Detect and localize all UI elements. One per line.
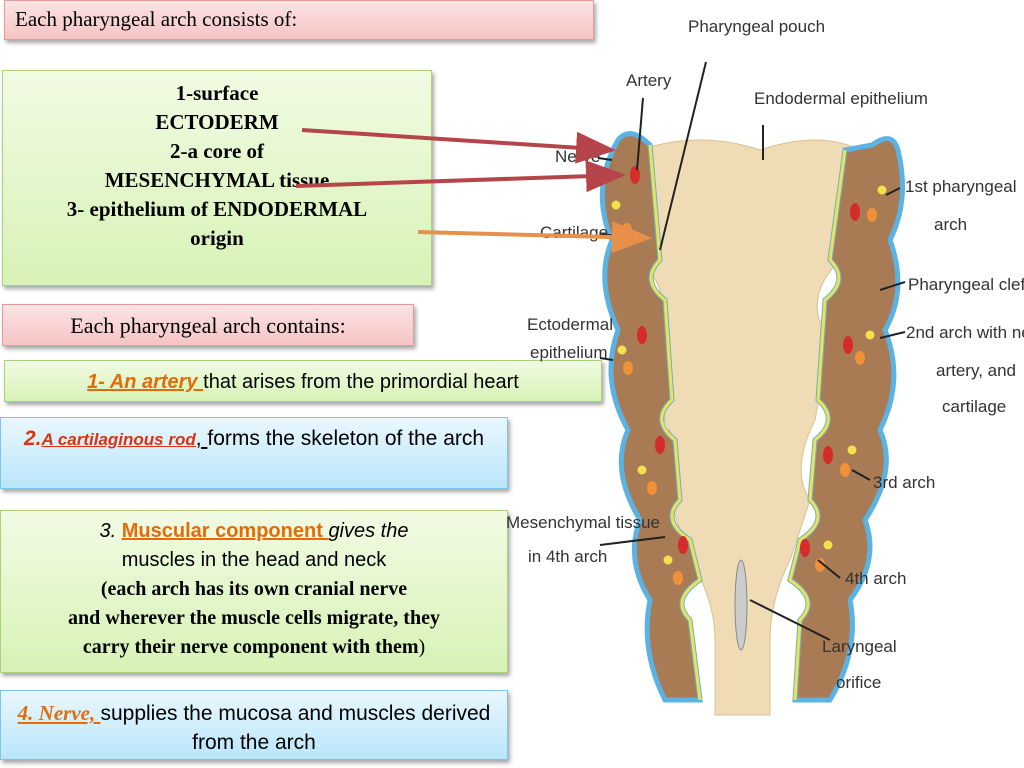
label-first-arch-2: arch xyxy=(934,215,967,234)
nerve-lead: 4. Nerve, xyxy=(17,701,101,725)
label-pharyngeal-cleft: Pharyngeal cleft xyxy=(908,275,1024,294)
artery-rest: that arises from the primordial heart xyxy=(203,371,519,393)
muscle-paren-2: and wherever the muscle cells migrate, t… xyxy=(68,607,440,629)
artery-box: 1- An artery that arises from the primor… xyxy=(4,360,602,402)
cartilage-box: 2.A cartilaginous rod, forms the skeleto… xyxy=(0,417,508,489)
cartilage-rest: forms the skeleton of the arch xyxy=(207,427,485,450)
label-cartilage: Cartilage xyxy=(540,223,608,242)
contains-title: Each pharyngeal arch contains: xyxy=(70,313,346,338)
layer-line-5: 3- epithelium of ENDODERMAL xyxy=(66,197,368,221)
leader-lines xyxy=(597,61,906,641)
muscle-rest-1: gives the xyxy=(328,520,409,542)
contains-box: Each pharyngeal arch contains: xyxy=(2,304,414,346)
label-mesenchymal-2: in 4th arch xyxy=(528,547,607,566)
label-ectodermal-2: epithelium xyxy=(530,343,608,362)
muscle-lead: Muscular component xyxy=(121,520,329,542)
label-third-arch: 3rd arch xyxy=(873,473,935,492)
nerve-box: 4. Nerve, supplies the mucosa and muscle… xyxy=(0,690,508,760)
layer-line-2: ECTODERM xyxy=(155,110,279,134)
label-fourth-arch: 4th arch xyxy=(845,569,906,588)
label-second-arch-1: 2nd arch with nerve, xyxy=(906,323,1024,342)
title-text: Each pharyngeal arch consists of: xyxy=(15,7,298,31)
artery-lead: 1- An artery xyxy=(87,371,204,393)
cartilage-num: 2. xyxy=(23,427,42,450)
layer-line-3: 2-a core of xyxy=(169,139,265,163)
right-endoderm-line xyxy=(788,149,847,701)
layer-line-6: origin xyxy=(190,226,244,250)
left-arch-contents xyxy=(611,166,688,585)
label-mesenchymal-1: Mesenchymal tissue xyxy=(506,513,660,532)
layers-box: 1-surface ECTODERM 2-a core of MESENCHYM… xyxy=(2,70,432,286)
label-first-arch-1: 1st pharyngeal xyxy=(905,177,1017,196)
muscle-box: 3. Muscular component gives the muscles … xyxy=(0,510,508,673)
cartilage-comma: , xyxy=(195,427,208,450)
left-endoderm-line xyxy=(648,144,702,701)
cartilage-lead: A cartilaginous rod xyxy=(41,430,196,449)
label-ectodermal-1: Ectodermal xyxy=(527,315,613,334)
label-second-arch-2: artery, and xyxy=(936,361,1016,380)
muscle-num: 3. xyxy=(99,520,122,542)
muscle-paren-close: ) xyxy=(418,636,426,658)
label-pharyngeal-pouch: Pharyngeal pouch xyxy=(688,17,825,36)
label-laryngeal-1: Laryngeal xyxy=(822,637,897,656)
title-box: Each pharyngeal arch consists of: xyxy=(4,0,594,40)
right-arch-contents xyxy=(800,185,887,572)
layer-line-1: 1-surface xyxy=(175,81,259,105)
label-artery: Artery xyxy=(626,71,672,90)
pharyngeal-arch-diagram: Pharyngeal pouch Artery Endodermal epith… xyxy=(506,17,1024,716)
label-endodermal-epithelium: Endodermal epithelium xyxy=(754,89,928,108)
label-second-arch-3: cartilage xyxy=(942,397,1006,416)
label-laryngeal-2: orifice xyxy=(836,673,881,692)
layer-line-4: MESENCHYMAL tissue xyxy=(104,168,330,192)
muscle-paren-3: carry their nerve component with them xyxy=(82,636,419,658)
muscle-paren-1: (each arch has its own cranial nerve xyxy=(100,578,408,600)
muscle-rest-2: muscles in the head and neck xyxy=(121,549,387,571)
nerve-rest: supplies the mucosa and muscles derived … xyxy=(100,702,491,754)
label-nerve: Nerve xyxy=(555,147,600,166)
laryngeal-orifice xyxy=(734,559,748,651)
